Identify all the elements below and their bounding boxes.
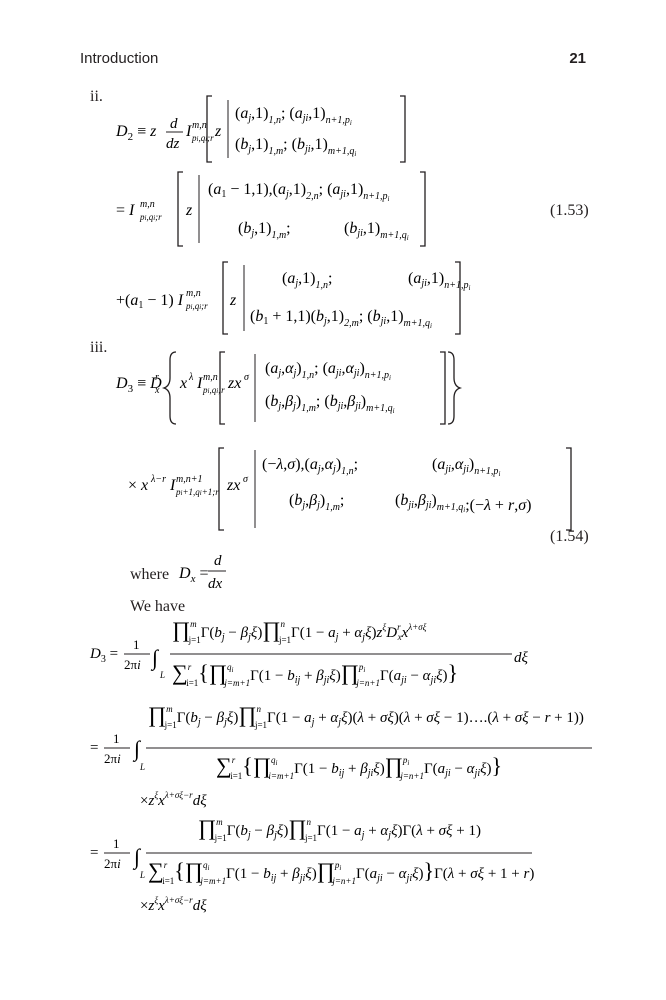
svg-text:∫: ∫ xyxy=(132,736,142,762)
svg-text:× x: × x xyxy=(128,477,148,494)
svg-text:=: = xyxy=(90,740,98,756)
svg-text:zx: zx xyxy=(226,477,240,494)
svg-text:(bj,1)1,m;: (bj,1)1,m; xyxy=(238,220,291,241)
svg-text:(aj,1)1,n; (aji,1)n+1,pi: (aj,1)1,n; (aji,1)n+1,pi xyxy=(235,105,352,127)
where-text: where xyxy=(130,566,170,583)
svg-text:m,n: m,n xyxy=(192,120,207,131)
svg-text:D2 ≡ z: D2 ≡ z xyxy=(115,123,157,143)
svg-text:z: z xyxy=(185,202,193,219)
svg-text:λ−r: λ−r xyxy=(150,474,166,485)
svg-text:2πi: 2πi xyxy=(124,657,141,672)
svg-text:m,n: m,n xyxy=(186,288,201,299)
svg-text:dz: dz xyxy=(166,136,180,152)
svg-text:L: L xyxy=(139,762,145,772)
svg-text:σ: σ xyxy=(244,372,250,383)
svg-text:I: I xyxy=(185,123,192,140)
svg-text:m,n: m,n xyxy=(140,199,155,210)
svg-text:pi,qi;r: pi,qi;r xyxy=(191,133,214,143)
svg-text:(−λ,σ),(aj,αj)1,n;: (−λ,σ),(aj,αj)1,n; xyxy=(262,456,358,477)
we-have-text: We have xyxy=(130,598,186,615)
svg-text:∑ri=1{∏qij=m+1Γ(1 − bij + βjiξ: ∑ri=1{∏qij=m+1Γ(1 − bij + βjiξ)∏pij=n+1Γ… xyxy=(172,660,458,688)
svg-text:L: L xyxy=(159,670,165,680)
svg-text:∑ri=1{∏qij=m+1Γ(1 − bij + βjiξ: ∑ri=1{∏qij=m+1Γ(1 − bij + βjiξ)∏pij=n+1Γ… xyxy=(148,858,534,886)
running-header-chapter: Introduction xyxy=(80,50,159,67)
svg-text:∏mj=1Γ(bj − βjξ)∏nj=1Γ(1 − aj: ∏mj=1Γ(bj − βjξ)∏nj=1Γ(1 − aj + αjξ)Γ(λ … xyxy=(198,815,481,843)
page-number: 21 xyxy=(569,50,586,67)
svg-text:m,n+1: m,n+1 xyxy=(176,474,202,485)
svg-text:∏mj=1Γ(bj − βjξ)∏nj=1Γ(1 − aj: ∏mj=1Γ(bj − βjξ)∏nj=1Γ(1 − aj + αjξ)(λ +… xyxy=(148,702,584,730)
item-label-ii: ii. xyxy=(90,88,103,105)
svg-text:×zξxλ+σξ−rdξ: ×zξxλ+σξ−rdξ xyxy=(140,895,207,914)
svg-text:1: 1 xyxy=(133,637,140,652)
svg-text:(b1 + 1,1)(bj,1)2,m; (bji,1): (b1 + 1,1)(bj,1)2,m; (bji,1)m+1,qi xyxy=(250,308,432,330)
svg-text:I: I xyxy=(169,477,176,494)
svg-text:= I: = I xyxy=(116,202,135,219)
equation-1-53-line3: +(a1 − 1) I m,n pi,qi;r z (aj,1)1,n; (aj… xyxy=(116,261,470,335)
svg-text:(bj,1)1,m; (bji,1)m+1,qi: (bj,1)1,m; (bji,1)m+1,qi xyxy=(235,136,356,158)
equation-1-53-line1: D2 ≡ z d dz I m,n pi,qi;r z (aj,1)1,n; (… xyxy=(115,95,406,163)
svg-text:dx: dx xyxy=(208,576,223,592)
svg-text:λ: λ xyxy=(188,372,194,383)
svg-text:pi,qi;r: pi,qi;r xyxy=(202,385,225,395)
svg-text:(bj,βj)1,m;: (bj,βj)1,m; xyxy=(289,492,344,513)
svg-text:z: z xyxy=(214,123,222,140)
svg-text:2πi: 2πi xyxy=(104,856,121,871)
svg-text:+(a1 − 1) I: +(a1 − 1) I xyxy=(116,292,184,311)
svg-text:(aj,1)1,n;: (aj,1)1,n; xyxy=(282,270,332,291)
svg-text:z: z xyxy=(229,292,237,309)
where-definition: Dx = d dx xyxy=(178,553,226,592)
svg-text:×zξxλ+σξ−rdξ: ×zξxλ+σξ−rdξ xyxy=(140,790,207,809)
svg-text:(bji,βji)m+1,qi;(−λ + r,σ): (bji,βji)m+1,qi;(−λ + r,σ) xyxy=(395,492,531,514)
svg-text:dξ: dξ xyxy=(514,650,529,666)
equation-1-54-line2: × x λ−r I m,n+1 pi+1,qi+1;r zx σ (−λ,σ),… xyxy=(128,447,572,531)
svg-text:(bji,1)m+1,qi: (bji,1)m+1,qi xyxy=(344,220,409,242)
svg-text:2πi: 2πi xyxy=(104,751,121,766)
svg-text:∑ri=1{∏qii=m+1Γ(1 − bij + βjiξ: ∑ri=1{∏qii=m+1Γ(1 − bij + βjiξ)∏pij=n+1Γ… xyxy=(216,753,502,781)
item-label-iii: iii. xyxy=(90,339,108,356)
svg-text:1: 1 xyxy=(113,731,120,746)
svg-text:D3 ≡ D: D3 ≡ D xyxy=(115,375,162,395)
svg-text:(aji,αji)n+1,pi: (aji,αji)n+1,pi xyxy=(432,456,500,478)
svg-text:x: x xyxy=(179,375,187,392)
equation-1-54-line1: D3 ≡ D r x x λ I m,n pi,qi;r zx σ (aj,αj… xyxy=(115,351,463,425)
svg-text:m,n: m,n xyxy=(203,372,218,383)
equation-number-1-53: (1.53) xyxy=(550,202,589,219)
svg-text:(aj,αj)1,n; (aji,αji)n+1,pi: (aj,αj)1,n; (aji,αji)n+1,pi xyxy=(265,360,391,382)
svg-text:∫: ∫ xyxy=(132,844,142,870)
svg-text:pi+1,qi+1;r: pi+1,qi+1;r xyxy=(175,487,219,497)
svg-text:(bj,βj)1,m; (bji,βji)m+1,qi: (bj,βj)1,m; (bji,βji)m+1,qi xyxy=(265,393,395,415)
svg-text:I: I xyxy=(196,375,203,392)
svg-text:d: d xyxy=(214,553,222,569)
svg-text:pi,qi;r: pi,qi;r xyxy=(185,301,208,311)
equation-1-53-line2: = I m,n pi,qi;r z (a1 − 1,1),(aj,1)2,n; … xyxy=(116,171,426,247)
svg-text:r: r xyxy=(155,372,159,383)
svg-text:σ: σ xyxy=(243,474,249,485)
svg-text:D3 =: D3 = xyxy=(89,646,118,665)
svg-text:L: L xyxy=(139,870,145,880)
svg-text:∏mj=1Γ(bj − βjξ)∏nj=1Γ(1 − aj: ∏mj=1Γ(bj − βjξ)∏nj=1Γ(1 − aj + αjξ)zξDr… xyxy=(172,617,427,645)
equation-number-1-54: (1.54) xyxy=(550,528,589,545)
svg-text:(aji,1)n+1,pi: (aji,1)n+1,pi xyxy=(408,270,470,292)
svg-text:zx: zx xyxy=(227,375,241,392)
svg-text:Dx =: Dx = xyxy=(178,565,208,585)
svg-text:(a1 − 1,1),(aj,1)2,n; (aji,1: (a1 − 1,1),(aj,1)2,n; (aji,1)n+1,pi xyxy=(208,181,390,203)
svg-text:1: 1 xyxy=(113,836,120,851)
svg-text:x: x xyxy=(154,385,160,396)
svg-text:∫: ∫ xyxy=(150,645,160,671)
svg-text:=: = xyxy=(90,845,98,861)
svg-text:pi,qi;r: pi,qi;r xyxy=(139,212,162,222)
svg-text:d: d xyxy=(170,116,178,132)
